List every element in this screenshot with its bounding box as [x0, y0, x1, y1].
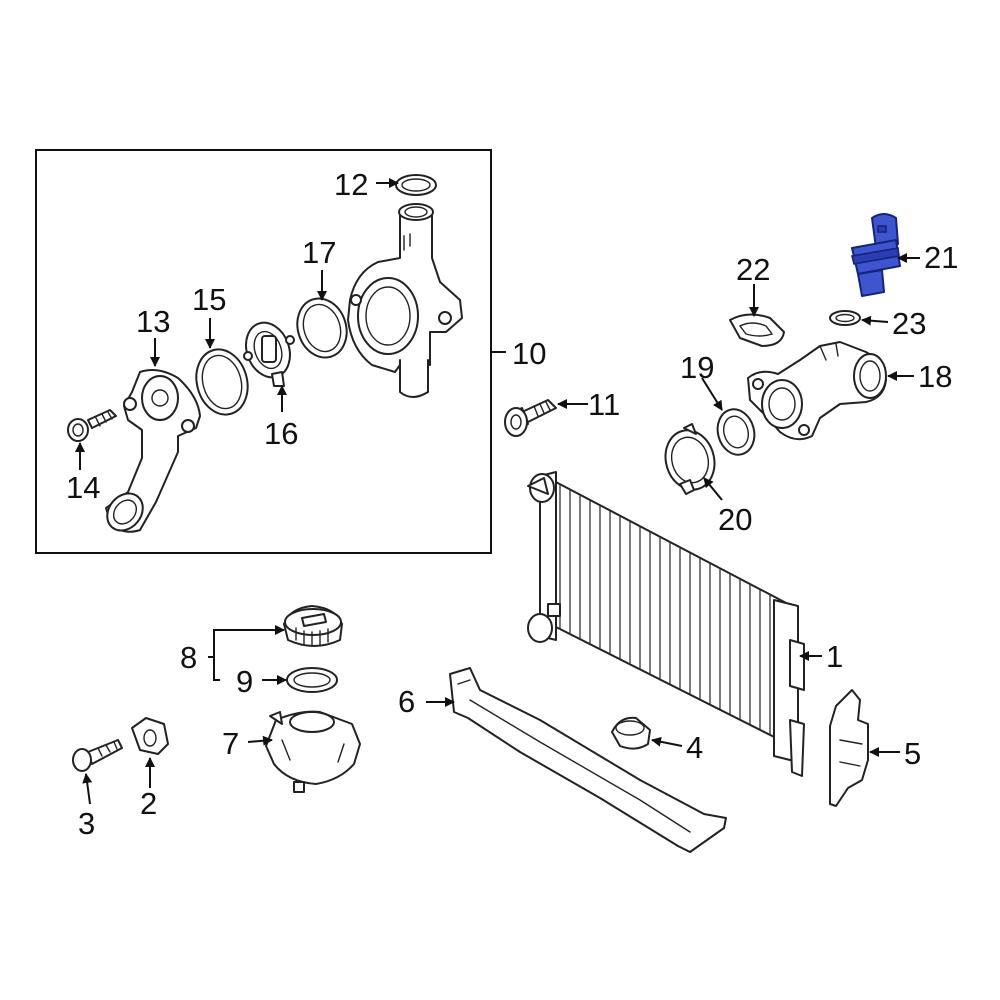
part-11-bolt[interactable] [504, 399, 557, 437]
leader-lines [75, 178, 920, 805]
part-13-cover[interactable] [100, 369, 201, 538]
part-19-oring[interactable] [713, 405, 760, 459]
part-21-temperature-sensor[interactable] [851, 213, 901, 297]
part-4-grommet[interactable] [611, 716, 651, 750]
callout-11[interactable]: 11 [588, 387, 620, 422]
callout-10[interactable]: 10 [512, 336, 546, 371]
callout-16[interactable]: 16 [264, 416, 298, 451]
callout-1[interactable]: 1 [826, 639, 843, 674]
callout-18[interactable]: 18 [918, 359, 952, 394]
part-6-deflector[interactable] [449, 667, 727, 853]
callout-7[interactable]: 7 [222, 726, 239, 761]
callout-5[interactable]: 5 [904, 736, 921, 771]
callout-19[interactable]: 19 [680, 350, 714, 385]
part-22-gasket[interactable] [729, 313, 785, 347]
part-14-bolt[interactable] [67, 409, 117, 442]
part-8-cap[interactable] [283, 605, 343, 647]
callout-23[interactable]: 23 [892, 306, 926, 341]
callout-22[interactable]: 22 [736, 252, 770, 287]
part-12-seal[interactable] [395, 174, 437, 196]
part-3-screw[interactable] [72, 739, 123, 772]
part-5-bracket[interactable] [829, 689, 869, 807]
callout-15[interactable]: 15 [192, 282, 226, 317]
part-9-seal[interactable] [286, 667, 338, 693]
callout-21[interactable]: 21 [924, 240, 958, 275]
callout-17[interactable]: 17 [302, 235, 336, 270]
callout-12[interactable]: 12 [334, 167, 368, 202]
part-23-seal[interactable] [829, 310, 861, 326]
part-10-housing[interactable] [347, 203, 463, 398]
part-16-thermostat[interactable] [239, 317, 298, 387]
callout-13[interactable]: 13 [136, 304, 170, 339]
callout-2[interactable]: 2 [140, 786, 157, 821]
callout-6[interactable]: 6 [398, 684, 415, 719]
callout-8[interactable]: 8 [180, 640, 197, 675]
part-20-clip[interactable] [659, 423, 721, 495]
part-1-radiator[interactable] [527, 470, 805, 777]
callout-14[interactable]: 14 [66, 470, 100, 505]
callout-3[interactable]: 3 [78, 806, 95, 841]
part-17-oring[interactable] [290, 292, 354, 364]
part-18-flange[interactable] [747, 341, 887, 441]
part-2-clip[interactable] [131, 717, 169, 755]
callout-labels: 1 2 3 4 5 6 7 8 9 10 11 12 13 14 15 16 1… [66, 167, 958, 841]
callout-4[interactable]: 4 [686, 730, 703, 765]
part-15-oring[interactable] [189, 344, 254, 421]
callout-20[interactable]: 20 [718, 502, 752, 537]
callout-9[interactable]: 9 [236, 664, 253, 699]
part-7-expansion-tank[interactable] [265, 710, 361, 793]
